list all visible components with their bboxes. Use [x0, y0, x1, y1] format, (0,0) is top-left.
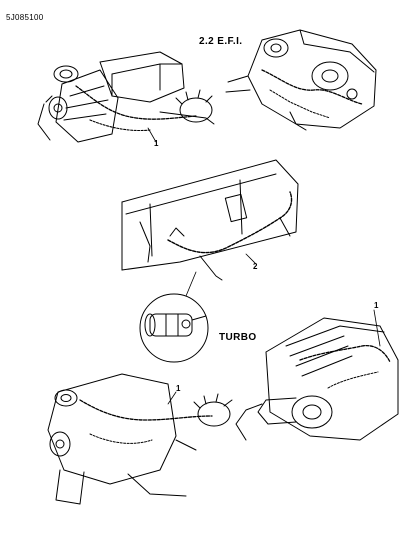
engine-turbo-left — [47, 373, 233, 505]
engine-turbo-right — [235, 309, 399, 441]
front-panel-assembly — [121, 159, 299, 281]
callout-1-top: 1 — [154, 139, 159, 148]
document-id: 5J085100 — [6, 13, 44, 22]
turbo-label: TURBO — [219, 332, 257, 343]
callout-2: 2 — [253, 262, 258, 271]
engine-efi-right — [225, 29, 377, 131]
efi-label: 2.2 E.F.I. — [199, 36, 243, 47]
turbo-detail-inset — [139, 271, 209, 363]
callout-1-turbo-left: 1 — [176, 384, 181, 393]
callout-1-turbo-right: 1 — [374, 301, 379, 310]
engine-efi-left — [37, 51, 215, 143]
